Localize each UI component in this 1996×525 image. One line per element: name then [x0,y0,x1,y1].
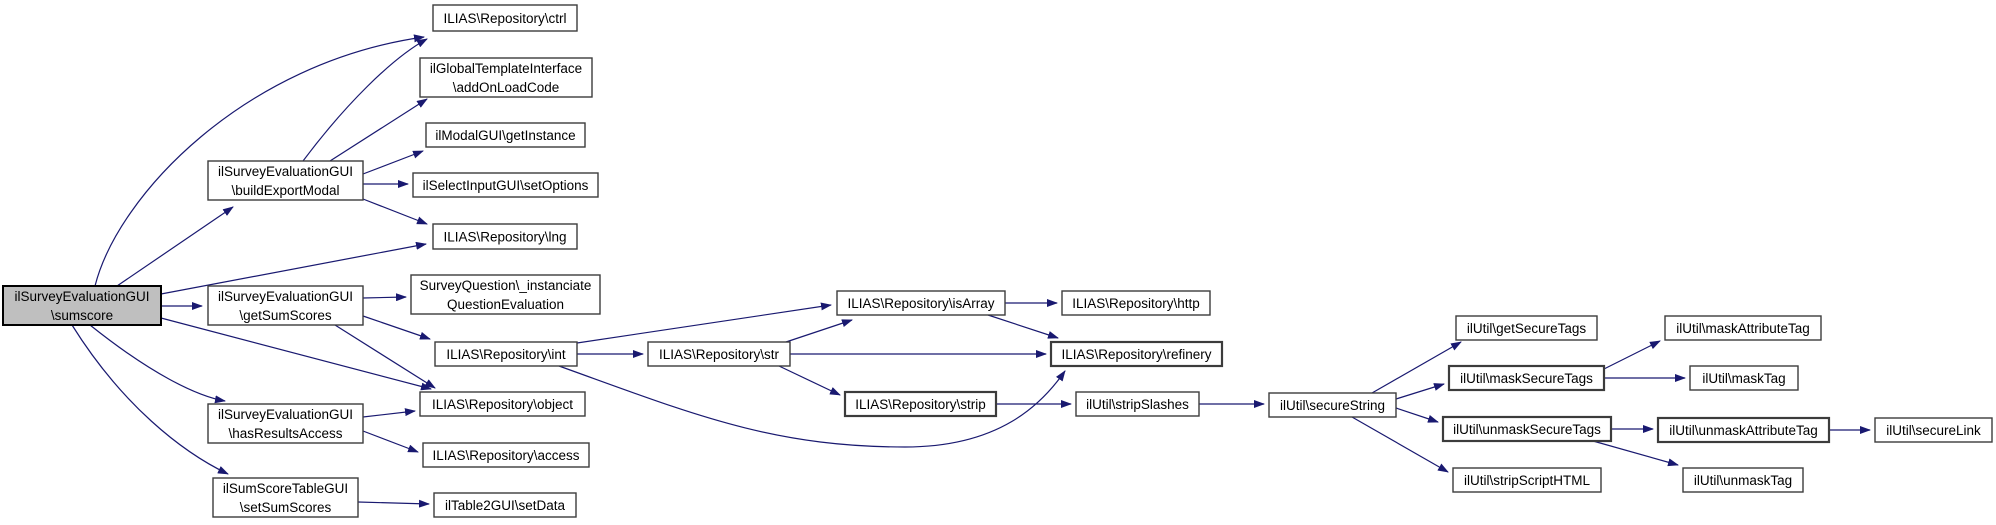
node-label-mask-tag: ilUtil\maskTag [1702,371,1785,386]
node-unmask-tag[interactable]: ilUtil\unmaskTag [1682,467,1804,493]
edge-int-to-refinery [558,365,1066,448]
node-unmask-attribute-tag[interactable]: ilUtil\unmaskAttributeTag [1656,416,1831,444]
node-label-set-sum-scores: ilSumScoreTableGUI\setSumScores [223,481,348,515]
node-label-build-export-modal: ilSurveyEvaluationGUI\buildExportModal [218,164,353,198]
node-str[interactable]: ILIAS\Repository\str [647,341,791,367]
edge-sumscore-to-lng [160,241,427,295]
edge-secure-string-to-get-secure-tags [1371,341,1462,394]
node-get-secure-tags[interactable]: ilUtil\getSecureTags [1455,315,1598,341]
node-label-get-instance: ilModalGUI\getInstance [435,128,575,143]
node-label-strip-script-html: ilUtil\stripScriptHTML [1464,473,1591,488]
node-set-sum-scores[interactable]: ilSumScoreTableGUI\setSumScores [212,477,359,518]
edge-unmask-secure-tags-to-unmask-tag [1592,440,1679,467]
edge-has-results-access-to-object [362,408,416,418]
edge-sumscore-to-has-results-access [89,324,226,404]
node-add-on-load-code[interactable]: ilGlobalTemplateInterface\addOnLoadCode [419,57,593,98]
node-set-options[interactable]: ilSelectInputGUI\setOptions [412,172,599,198]
node-label-strip-slashes: ilUtil\stripSlashes [1086,397,1189,412]
node-get-sum-scores[interactable]: ilSurveyEvaluationGUI\getSumScores [207,285,364,326]
node-label-ctrl: ILIAS\Repository\ctrl [443,11,566,26]
edge-has-results-access-to-access [362,430,419,453]
node-build-export-modal[interactable]: ilSurveyEvaluationGUI\buildExportModal [207,160,364,201]
node-label-get-sum-scores: ilSurveyEvaluationGUI\getSumScores [218,289,353,323]
edge-get-sum-scores-to-object [334,324,436,389]
node-int[interactable]: ILIAS\Repository\int [434,341,578,367]
edge-build-export-modal-to-add-on-load-code [329,98,428,162]
node-label-sumscore: ilSurveyEvaluationGUI\sumscore [14,289,149,323]
edge-str-to-strip [778,365,841,396]
node-access[interactable]: ILIAS\Repository\access [422,442,590,468]
node-is-array[interactable]: ILIAS\Repository\isArray [836,290,1006,316]
node-label-strip: ILIAS\Repository\strip [855,397,986,412]
node-has-results-access[interactable]: ilSurveyEvaluationGUI\hasResultsAccess [207,403,364,444]
node-label-get-secure-tags: ilUtil\getSecureTags [1467,321,1587,336]
node-label-access: ILIAS\Repository\access [432,448,579,463]
node-label-set-data: ilTable2GUI\setData [445,498,566,513]
edge-sumscore-to-build-export-modal [116,206,234,287]
node-get-instance[interactable]: ilModalGUI\getInstance [425,122,586,148]
node-unmask-secure-tags[interactable]: ilUtil\unmaskSecureTags [1441,415,1613,443]
node-secure-link[interactable]: ilUtil\secureLink [1874,417,1993,443]
node-label-int: ILIAS\Repository\int [446,347,566,362]
edge-get-sum-scores-to-int [362,315,431,340]
node-label-mask-secure-tags: ilUtil\maskSecureTags [1460,371,1593,386]
edge-sumscore-to-object [160,317,432,391]
node-label-unmask-attribute-tag: ilUtil\unmaskAttributeTag [1669,423,1818,438]
node-label-secure-link: ilUtil\secureLink [1886,423,1981,438]
node-secure-string[interactable]: ilUtil\secureString [1268,392,1397,418]
node-label-has-results-access: ilSurveyEvaluationGUI\hasResultsAccess [218,407,353,441]
edge-build-export-modal-to-lng [362,198,428,225]
edge-is-array-to-refinery [987,314,1059,339]
node-refinery[interactable]: ILIAS\Repository\refinery [1049,340,1224,368]
node-set-data[interactable]: ilTable2GUI\setData [433,492,577,518]
node-label-secure-string: ilUtil\secureString [1280,398,1385,413]
node-label-add-on-load-code: ilGlobalTemplateInterface\addOnLoadCode [430,61,582,95]
node-label-mask-attribute-tag: ilUtil\maskAttributeTag [1676,321,1810,336]
edge-set-sum-scores-to-set-data [357,499,430,508]
node-lng[interactable]: ILIAS\Repository\lng [432,223,578,250]
node-mask-tag[interactable]: ilUtil\maskTag [1689,365,1799,391]
node-strip[interactable]: ILIAS\Repository\strip [843,390,998,418]
node-mask-attribute-tag[interactable]: ilUtil\maskAttributeTag [1664,315,1822,341]
node-label-str: ILIAS\Repository\str [659,347,780,362]
edge-mask-secure-tags-to-mask-attribute-tag [1603,340,1661,370]
edge-sumscore-to-set-sum-scores [71,324,229,475]
node-label-is-array: ILIAS\Repository\isArray [847,296,994,311]
edge-build-export-modal-to-ctrl [302,38,428,162]
node-label-http: ILIAS\Repository\http [1072,296,1200,311]
node-label-set-options: ilSelectInputGUI\setOptions [423,178,589,193]
node-strip-slashes[interactable]: ilUtil\stripSlashes [1075,391,1200,417]
edge-secure-string-to-strip-script-html [1351,416,1449,473]
node-strip-script-html[interactable]: ilUtil\stripScriptHTML [1452,467,1602,493]
edge-secure-string-to-mask-secure-tags [1395,383,1445,400]
node-sumscore: ilSurveyEvaluationGUI\sumscore [2,285,162,326]
node-label-unmask-tag: ilUtil\unmaskTag [1694,473,1792,488]
edge-str-to-is-array [785,319,853,343]
node-label-object: ILIAS\Repository\object [432,397,573,412]
node-object[interactable]: ILIAS\Repository\object [419,391,586,417]
node-mask-secure-tags[interactable]: ilUtil\maskSecureTags [1447,364,1606,392]
edge-build-export-modal-to-get-instance [362,150,424,175]
node-http[interactable]: ILIAS\Repository\http [1061,290,1211,316]
edge-get-sum-scores-to-instanciate-question-evaluation [362,293,407,302]
node-ctrl[interactable]: ILIAS\Repository\ctrl [432,4,578,32]
edge-sumscore-to-ctrl [94,34,425,287]
node-label-refinery: ILIAS\Repository\refinery [1061,347,1211,362]
edge-secure-string-to-unmask-secure-tags [1395,407,1439,423]
node-label-unmask-secure-tags: ilUtil\unmaskSecureTags [1453,422,1601,437]
edge-int-to-is-array [576,302,832,344]
node-label-lng: ILIAS\Repository\lng [443,229,566,244]
